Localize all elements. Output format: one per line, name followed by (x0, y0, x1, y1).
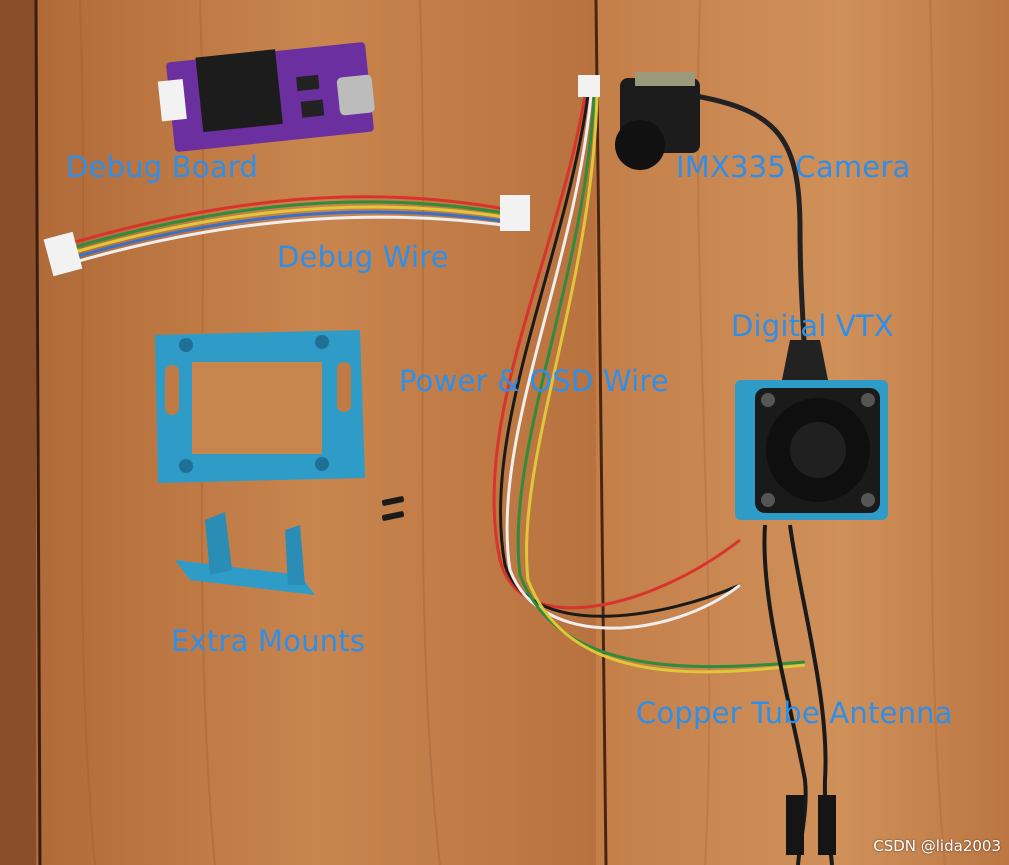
debug-wire-label: Debug Wire (277, 240, 449, 274)
power-osd-wire (492, 75, 806, 674)
digital-vtx-label: Digital VTX (731, 309, 894, 343)
printed-frame (155, 330, 365, 483)
digital-vtx (735, 340, 888, 520)
antenna-label: Copper Tube Antenna (636, 696, 953, 730)
power-osd-wire-label: Power & OSD Wire (399, 364, 669, 398)
antenna-wires (762, 524, 836, 865)
debug-wire (43, 195, 530, 277)
camera-label: IMX335 Camera (676, 150, 911, 184)
camera-module (615, 72, 808, 381)
debug-board-pcb (157, 42, 375, 152)
screws (381, 496, 405, 521)
extra-mounts-label: Extra Mounts (171, 624, 366, 658)
watermark-text: CSDN @lida2003 (873, 837, 1001, 855)
debug-board-label: Debug Board (66, 150, 259, 184)
extra-mount-piece (175, 512, 315, 595)
